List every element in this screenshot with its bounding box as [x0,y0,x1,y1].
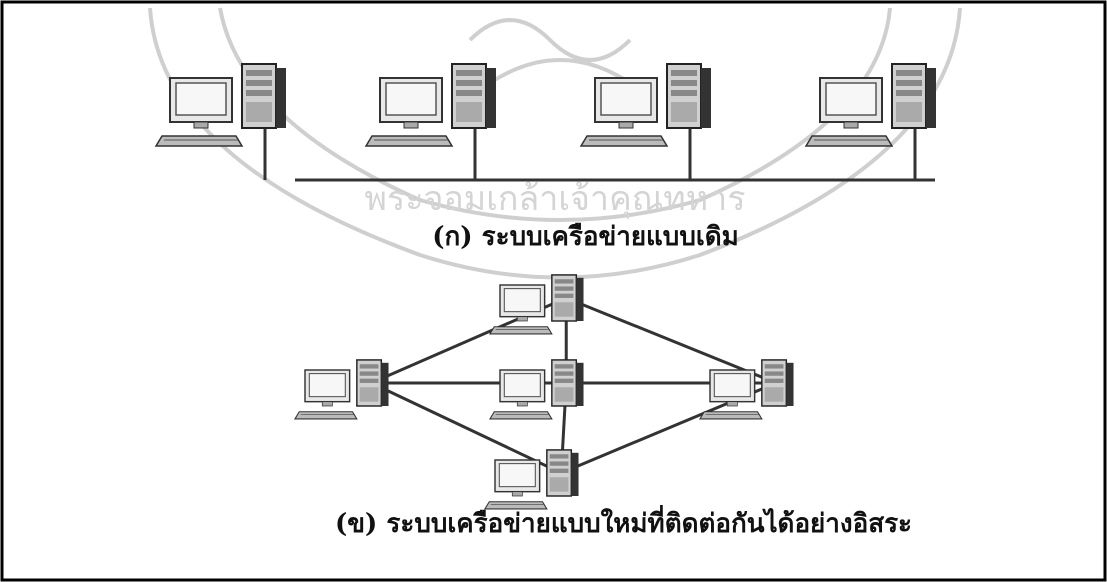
mesh-link-6 [370,381,562,475]
connection-lines [263,126,935,475]
computer-nodes [155,63,937,510]
caption-peer-network: (ข) ระบบเครือข่ายแบบใหม่ที่ติดต่อกันได้อ… [334,509,912,539]
mesh-link-3 [565,296,777,385]
caption-traditional-network: (ก) ระบบเครือข่ายแบบเดิม [432,222,739,252]
computer-node-b-left [294,359,390,420]
computer-node-b-center [489,359,585,420]
